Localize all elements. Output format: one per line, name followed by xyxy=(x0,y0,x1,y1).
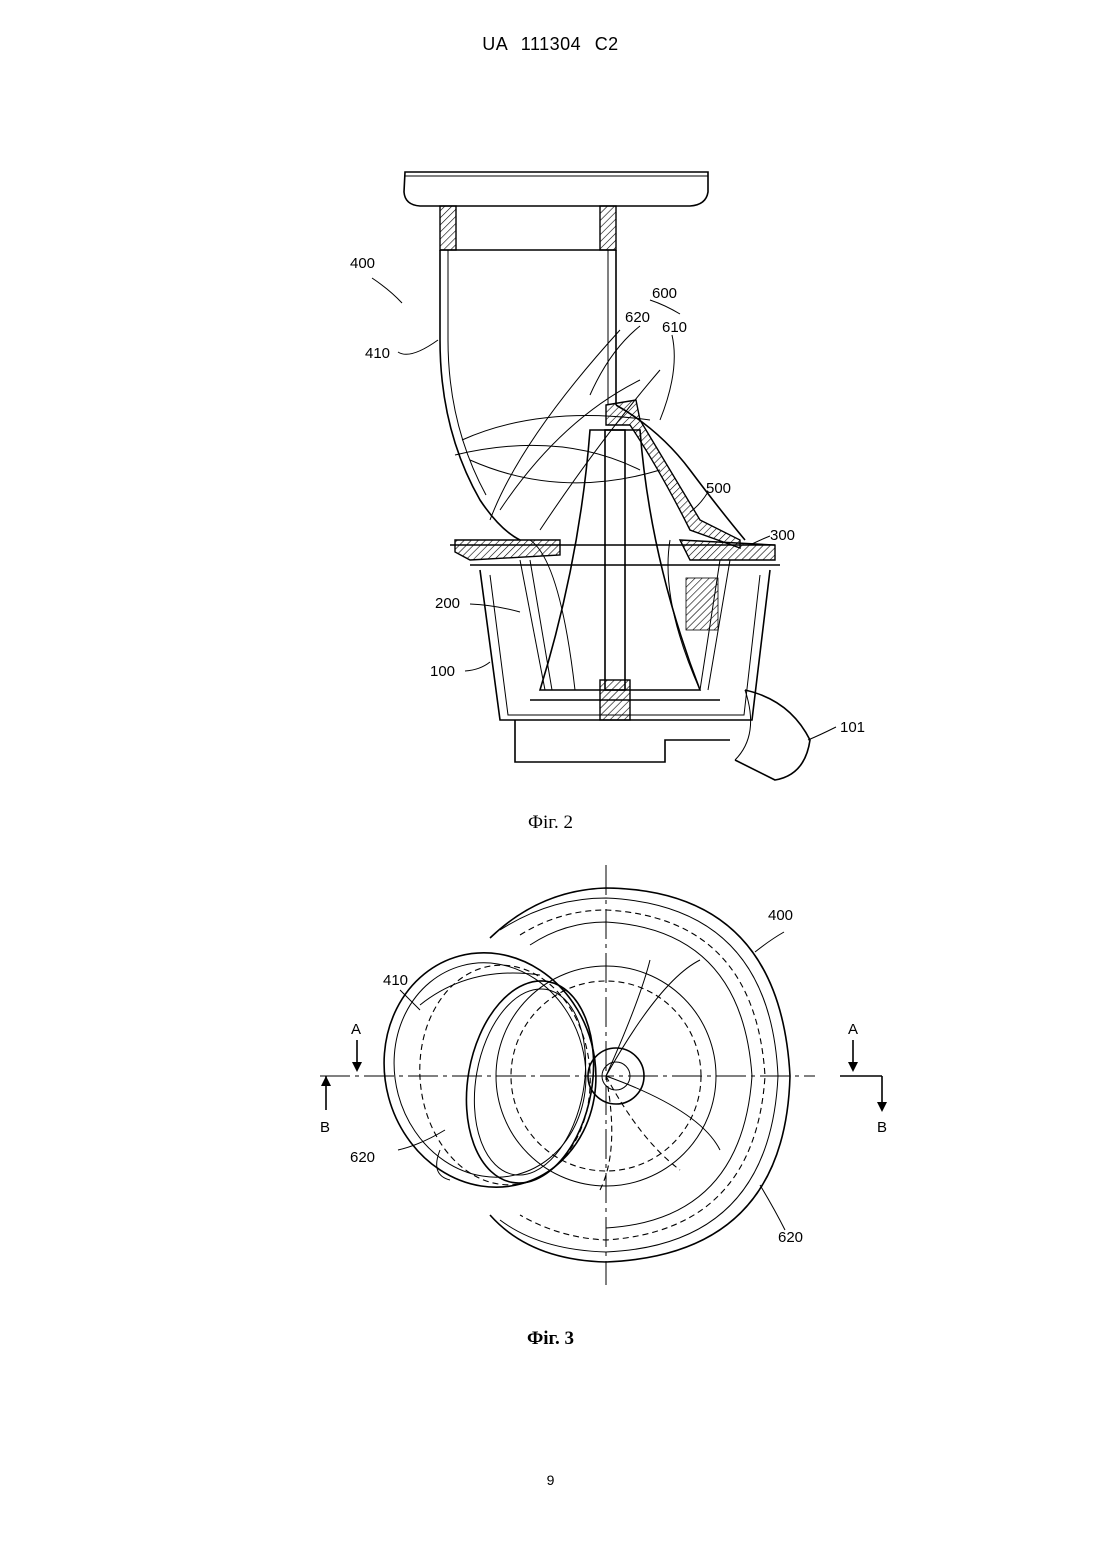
figure-3-caption: Фiг. 3 xyxy=(0,1328,1101,1350)
page-number: 9 xyxy=(0,1472,1101,1488)
fig3-label-410: 410 xyxy=(383,972,408,989)
section-b-left: B xyxy=(320,1119,330,1136)
outer-body xyxy=(490,888,790,1262)
section-a-left: A xyxy=(351,1021,361,1038)
fig3-label-400: 400 xyxy=(768,907,793,924)
fig3-label-620-left: 620 xyxy=(350,1149,375,1166)
fig3-label-620-right: 620 xyxy=(778,1229,803,1246)
section-b-right: B xyxy=(877,1119,887,1136)
section-a-right: A xyxy=(848,1021,858,1038)
